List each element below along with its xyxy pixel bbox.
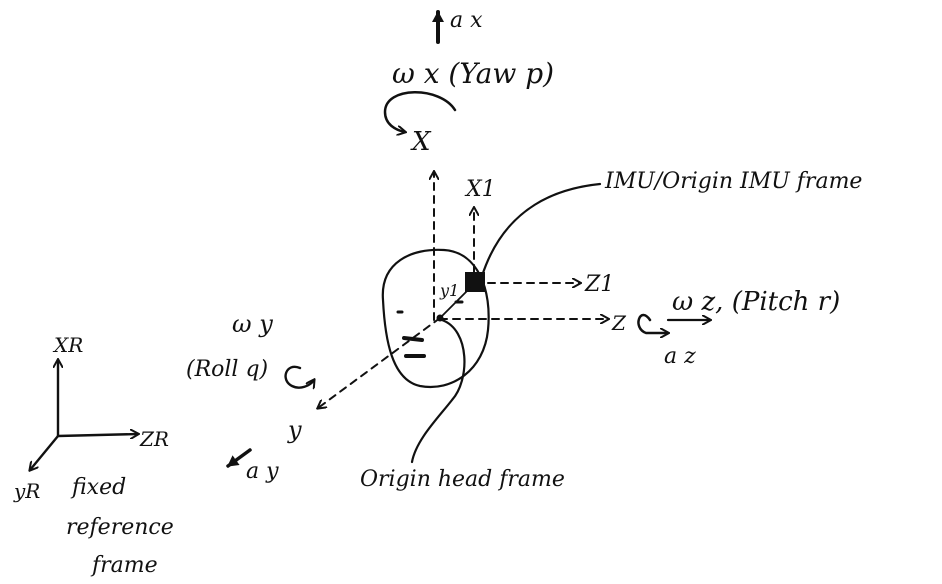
y-axis-label: y [287, 416, 302, 444]
ax-label: a x [450, 8, 483, 33]
fixed-frame-label-line1: fixed [70, 475, 126, 500]
ay-label: a y [246, 459, 279, 484]
origin-head-frame-label: Origin head frame [360, 467, 565, 492]
z1-axis-label: Z1 [584, 272, 614, 297]
fixed-frame-label-line3: frame [90, 553, 158, 578]
imu-frame-label: IMU/Origin IMU frame [604, 169, 862, 194]
y1-axis-label: y1 [439, 281, 459, 300]
xr-axis-label: XR [52, 333, 83, 357]
roll-rotation-arrow [284, 365, 314, 388]
az-label: a z [664, 344, 696, 369]
z-axis-label: Z [611, 311, 627, 335]
origin-head-leader-line [410, 318, 466, 464]
zr-axis-label: ZR [139, 427, 169, 451]
omega-z-label: ω z, (Pitch r) [672, 287, 840, 317]
fixed-reference-axes [30, 360, 138, 470]
omega-y-label: ω y [232, 310, 273, 338]
yr-axis-label: yR [13, 479, 40, 503]
y-axis-dashed [318, 317, 441, 408]
x1-axis-label: X1 [464, 177, 496, 202]
fixed-frame-label-line2: reference [66, 515, 174, 540]
x-axis-label: X [410, 127, 432, 157]
imu-leader-line [480, 182, 602, 278]
imu-sensor-box [465, 272, 485, 292]
yaw-rotation-arrow [383, 91, 457, 132]
ay-arrow [226, 448, 252, 468]
roll-label: (Roll q) [186, 357, 268, 382]
pitch-rotation-arrow [637, 313, 710, 333]
omega-x-label: ω x (Yaw p) [392, 57, 554, 90]
